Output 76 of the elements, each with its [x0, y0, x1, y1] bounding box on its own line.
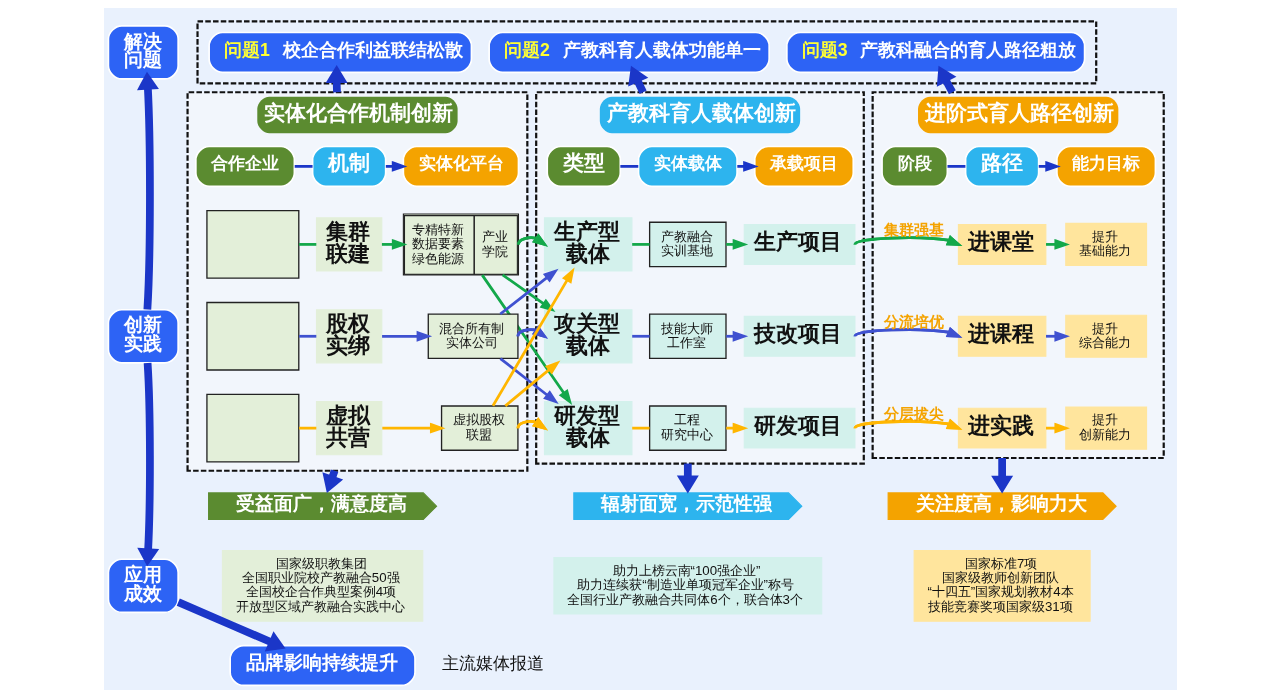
arrow [381, 330, 432, 342]
arrow [381, 422, 445, 434]
node-box: 阶段 [880, 145, 948, 188]
node-box: 品牌影响持续提升 [228, 644, 416, 687]
node-box: 提升创新能力 [1064, 406, 1147, 450]
node-box: 虚拟共营 [315, 401, 382, 456]
arrow [176, 598, 286, 652]
node-box: 生产型载体 [543, 217, 632, 272]
arrow [516, 233, 548, 247]
arrow [491, 267, 575, 407]
connector [631, 334, 650, 338]
node-box: 机制 [311, 145, 386, 188]
node-box [205, 393, 299, 463]
label: 主流媒体报道 [441, 654, 544, 674]
connector [298, 243, 316, 246]
arrow [516, 417, 548, 431]
node-box: 产教融合实训基地 [648, 221, 727, 268]
node-box: 混合所有制实体公司 [427, 313, 519, 360]
node-box: 技能大师工作室 [648, 313, 727, 360]
connector [631, 426, 650, 430]
node-box: 工程研究中心 [648, 405, 727, 451]
arrow [381, 238, 407, 250]
node-box: 进课程 [957, 315, 1046, 357]
edge-label: 分层拔尖 [883, 404, 944, 422]
node-box: 创新实践 [107, 308, 179, 364]
arrow [725, 330, 748, 342]
arrow [990, 458, 1013, 494]
arrow [385, 160, 407, 172]
arrow [1045, 238, 1070, 250]
node-box: 研发项目 [743, 407, 855, 449]
node-box: 路径 [964, 145, 1039, 188]
node-box [205, 301, 299, 371]
arrow [725, 238, 748, 250]
node-box: 国家级职教集团 全国职业院校产教融合50强 全国校企合作典型案例4项 开放型区域产教融合实践中心 [221, 549, 423, 622]
node-box: 问题3 产教科融合的育人路径粗放 [785, 31, 1085, 74]
connector [631, 243, 650, 246]
node-box: 集群联建 [315, 217, 382, 272]
node-box: 提升综合能力 [1064, 314, 1147, 358]
arrow [1045, 422, 1070, 434]
edge-label: 分流培优 [883, 312, 944, 330]
node-box: 虚拟股权联盟 [440, 405, 519, 451]
edge-label: 集群强基 [883, 220, 944, 238]
connector [619, 165, 638, 168]
node-box: 实体化平台 [402, 145, 519, 188]
arrow [725, 422, 748, 434]
arrow [853, 235, 962, 246]
arrow [136, 71, 159, 310]
arrow [480, 274, 572, 405]
node-box: 研发型载体 [543, 401, 632, 456]
node-box: 提升基础能力 [1064, 222, 1147, 266]
arrow [853, 326, 962, 338]
connector [298, 334, 316, 338]
node-box: 国家标准7项 国家级教师创新团队 “十四五”国家规划教材4本 技能竞赛奖项国家级31项 [913, 549, 1091, 622]
arrow [136, 362, 159, 567]
node-box: 股权实绑 [315, 309, 382, 364]
node-box: 技改项目 [743, 315, 855, 357]
node-box: 问题2 产教科育人载体功能单一 [487, 31, 770, 74]
connector [294, 165, 313, 168]
arrow [1045, 330, 1070, 342]
node-box [205, 210, 299, 279]
node-box: 应用成效 [107, 558, 179, 614]
node-box: 解决问题 [107, 25, 179, 80]
connector [947, 165, 965, 168]
node-box: 实体载体 [637, 145, 738, 188]
node-box: 承载项目 [753, 145, 854, 188]
node-box: 类型 [545, 145, 621, 188]
node-box: 进课堂 [957, 223, 1046, 265]
node-box: 进实践 [957, 407, 1046, 449]
node-box: 攻关型载体 [543, 309, 632, 364]
arrow [736, 160, 759, 172]
node-box: 能力目标 [1055, 145, 1156, 188]
arrow [853, 418, 962, 430]
node-box: 合作企业 [194, 145, 295, 188]
node-box: 问题1 校企合作利益联结松散 [207, 31, 472, 74]
connector [298, 426, 316, 430]
node-box: 生产项目 [743, 223, 855, 265]
